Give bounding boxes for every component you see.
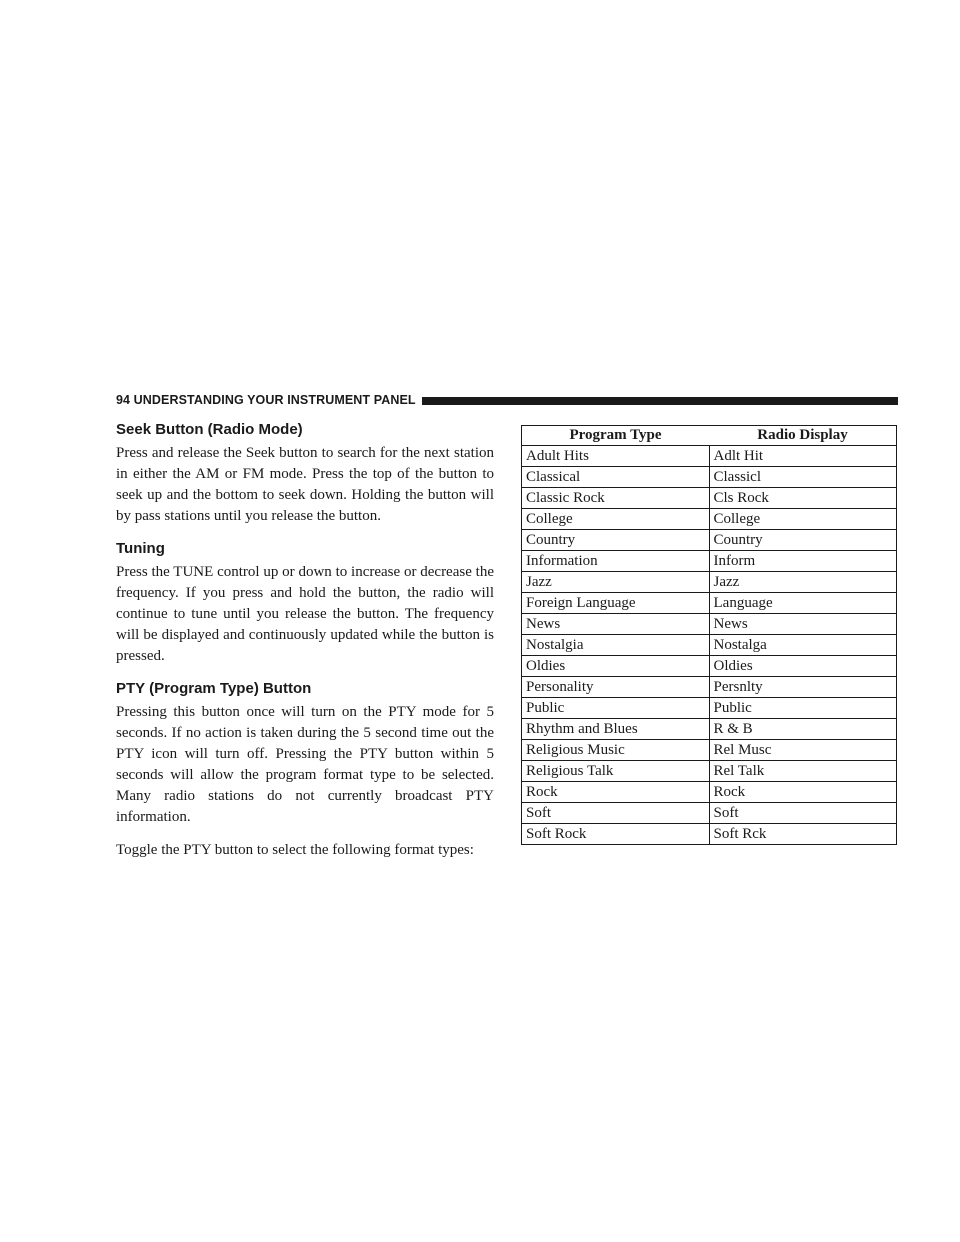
section-title: PTY (Program Type) Button: [116, 680, 312, 697]
radio-display-cell: Adlt Hit: [708, 445, 897, 467]
radio-display-cell: Jazz: [708, 571, 897, 593]
radio-display-cell: Public: [708, 697, 897, 719]
radio-display-cell: Language: [708, 592, 897, 614]
program-type-cell: Public: [521, 697, 710, 719]
column-header-program-type: Program Type: [521, 425, 709, 446]
section-title: Seek Button (Radio Mode): [116, 421, 303, 438]
program-type-cell: Religious Talk: [521, 760, 710, 782]
program-type-cell: Religious Music: [521, 739, 710, 761]
radio-display-cell: Classicl: [708, 466, 897, 488]
page-header-title: 94 UNDERSTANDING YOUR INSTRUMENT PANEL: [116, 393, 416, 407]
paragraph: Toggle the PTY button to select the foll…: [116, 842, 474, 858]
radio-display-cell: Soft Rck: [708, 823, 897, 845]
program-type-cell: Rhythm and Blues: [521, 718, 710, 740]
radio-display-cell: Inform: [708, 550, 897, 572]
program-type-cell: Jazz: [521, 571, 710, 593]
program-type-cell: Soft: [521, 802, 710, 824]
paragraph: Press the TUNE control up or down to inc…: [116, 564, 494, 664]
program-type-cell: Country: [521, 529, 710, 551]
body-text-column: Seek Button (Radio Mode) Press and relea…: [116, 420, 494, 861]
section-title: Tuning: [116, 540, 165, 557]
program-type-cell: News: [521, 613, 710, 635]
paragraph: Press and release the Seek button to sea…: [116, 445, 494, 524]
page-header: 94 UNDERSTANDING YOUR INSTRUMENT PANEL: [116, 390, 898, 410]
radio-display-cell: Nostalga: [708, 634, 897, 656]
radio-display-cell: Persnlty: [708, 676, 897, 698]
program-type-cell: Nostalgia: [521, 634, 710, 656]
program-type-cell: Information: [521, 550, 710, 572]
radio-display-cell: R & B: [708, 718, 897, 740]
radio-display-cell: Soft: [708, 802, 897, 824]
radio-display-cell: Rel Talk: [708, 760, 897, 782]
header-rule: [421, 396, 898, 405]
radio-display-cell: Cls Rock: [708, 487, 897, 509]
radio-display-cell: News: [708, 613, 897, 635]
table-header-row: Program Type Radio Display: [521, 425, 897, 446]
program-type-cell: Rock: [521, 781, 710, 803]
section-seek-button: Seek Button (Radio Mode) Press and relea…: [116, 420, 494, 527]
program-type-cell: Foreign Language: [521, 592, 710, 614]
radio-display-cell: Rel Musc: [708, 739, 897, 761]
program-type-cell: Oldies: [521, 655, 710, 677]
program-type-cell: College: [521, 508, 710, 530]
radio-display-cell: Rock: [708, 781, 897, 803]
program-type-cell: Soft Rock: [521, 823, 710, 845]
paragraph: Pressing this button once will turn on t…: [116, 704, 494, 825]
radio-display-cell: Country: [708, 529, 897, 551]
program-type-cell: Classical: [521, 466, 710, 488]
program-type-cell: Classic Rock: [521, 487, 710, 509]
radio-display-cell: College: [708, 508, 897, 530]
section-pty-button: PTY (Program Type) Button Pressing this …: [116, 679, 494, 861]
section-tuning: Tuning Press the TUNE control up or down…: [116, 539, 494, 667]
program-type-cell: Adult Hits: [521, 445, 710, 467]
column-header-radio-display: Radio Display: [709, 425, 897, 446]
program-type-cell: Personality: [521, 676, 710, 698]
radio-display-cell: Oldies: [708, 655, 897, 677]
